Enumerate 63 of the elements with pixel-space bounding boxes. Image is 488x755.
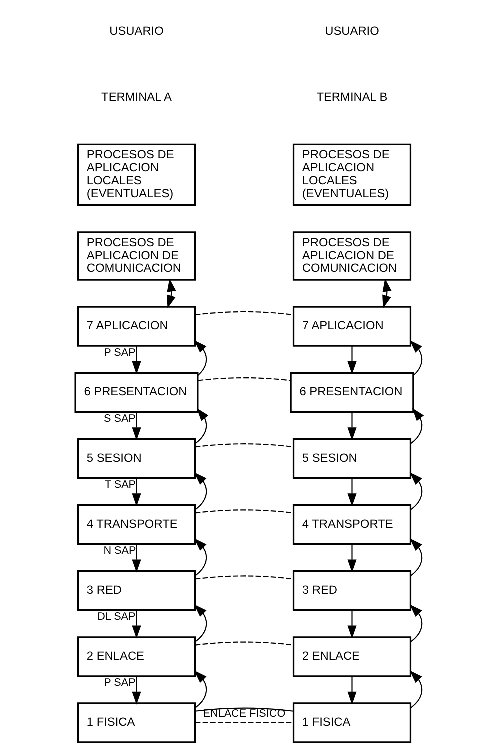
arrow	[132, 346, 141, 375]
arrow	[409, 472, 422, 510]
arrow	[132, 676, 141, 705]
arrow	[194, 604, 207, 642]
node-box: PROCESOS DE APLICACION LOCALES (EVENTUALES)	[292, 144, 412, 206]
arrow	[409, 670, 422, 708]
arrow	[194, 538, 207, 576]
arrow	[194, 670, 207, 708]
arrow	[132, 610, 141, 639]
connector	[194, 576, 294, 580]
node-box: 4 TRANSPORTE	[76, 504, 196, 546]
edge-label: ENLACE FISICO	[202, 708, 286, 720]
edge-label: P SAP	[104, 677, 136, 690]
arrow	[410, 408, 424, 444]
arrow	[132, 478, 141, 507]
arrow	[347, 676, 356, 705]
node-box: 5 SESION	[76, 438, 196, 480]
node-box: PROCESOS DE APLICACION DE COMUNICACION	[76, 232, 196, 281]
connector	[194, 722, 294, 724]
arrow	[347, 412, 356, 441]
node-box: 6 PRESENTACION	[74, 372, 198, 413]
node-box: 2 ENLACE	[292, 636, 412, 678]
connector	[198, 378, 290, 382]
node-box: 5 SESION	[292, 438, 412, 480]
arrow	[409, 340, 422, 376]
node-box: 4 TRANSPORTE	[292, 504, 412, 546]
arrow	[347, 544, 356, 573]
arrow	[409, 604, 422, 642]
label: TERMINAL B	[316, 90, 388, 104]
node-box: 7 APLICACION	[292, 306, 412, 347]
connector	[194, 444, 294, 448]
node-box: 3 RED	[76, 570, 196, 612]
node-box: 1 FISICA	[76, 702, 196, 744]
node-box: 2 ENLACE	[76, 636, 196, 678]
edge-label: DL SAP	[97, 611, 136, 624]
connector	[194, 311, 294, 316]
arrow	[194, 340, 207, 376]
node-box: PROCESOS DE APLICACION DE COMUNICACION	[292, 232, 412, 281]
node-box: 1 FISICA	[292, 702, 412, 744]
arrow	[409, 538, 422, 576]
arrow	[347, 346, 356, 375]
label: USUARIO	[324, 24, 379, 38]
node-box: PROCESOS DE APLICACION LOCALES (EVENTUALES)	[76, 144, 196, 206]
arrow	[194, 408, 208, 444]
connector	[194, 510, 294, 514]
arrow	[166, 278, 176, 309]
arrow	[382, 278, 392, 309]
edge-label: P SAP	[104, 346, 136, 359]
node-box: 3 RED	[292, 570, 412, 612]
node-box: 7 APLICACION	[76, 306, 196, 347]
arrow	[132, 544, 141, 573]
arrow	[347, 610, 356, 639]
arrow	[347, 478, 356, 507]
connector	[194, 642, 294, 646]
node-box: 6 PRESENTACION	[290, 372, 414, 413]
edge-label: S SAP	[104, 413, 136, 426]
arrow	[132, 412, 141, 441]
edge-label: T SAP	[104, 479, 136, 492]
edge-label: N SAP	[103, 545, 136, 558]
label: TERMINAL A	[101, 90, 172, 104]
connector	[194, 708, 294, 712]
label: USUARIO	[109, 24, 164, 38]
arrow	[194, 472, 207, 510]
